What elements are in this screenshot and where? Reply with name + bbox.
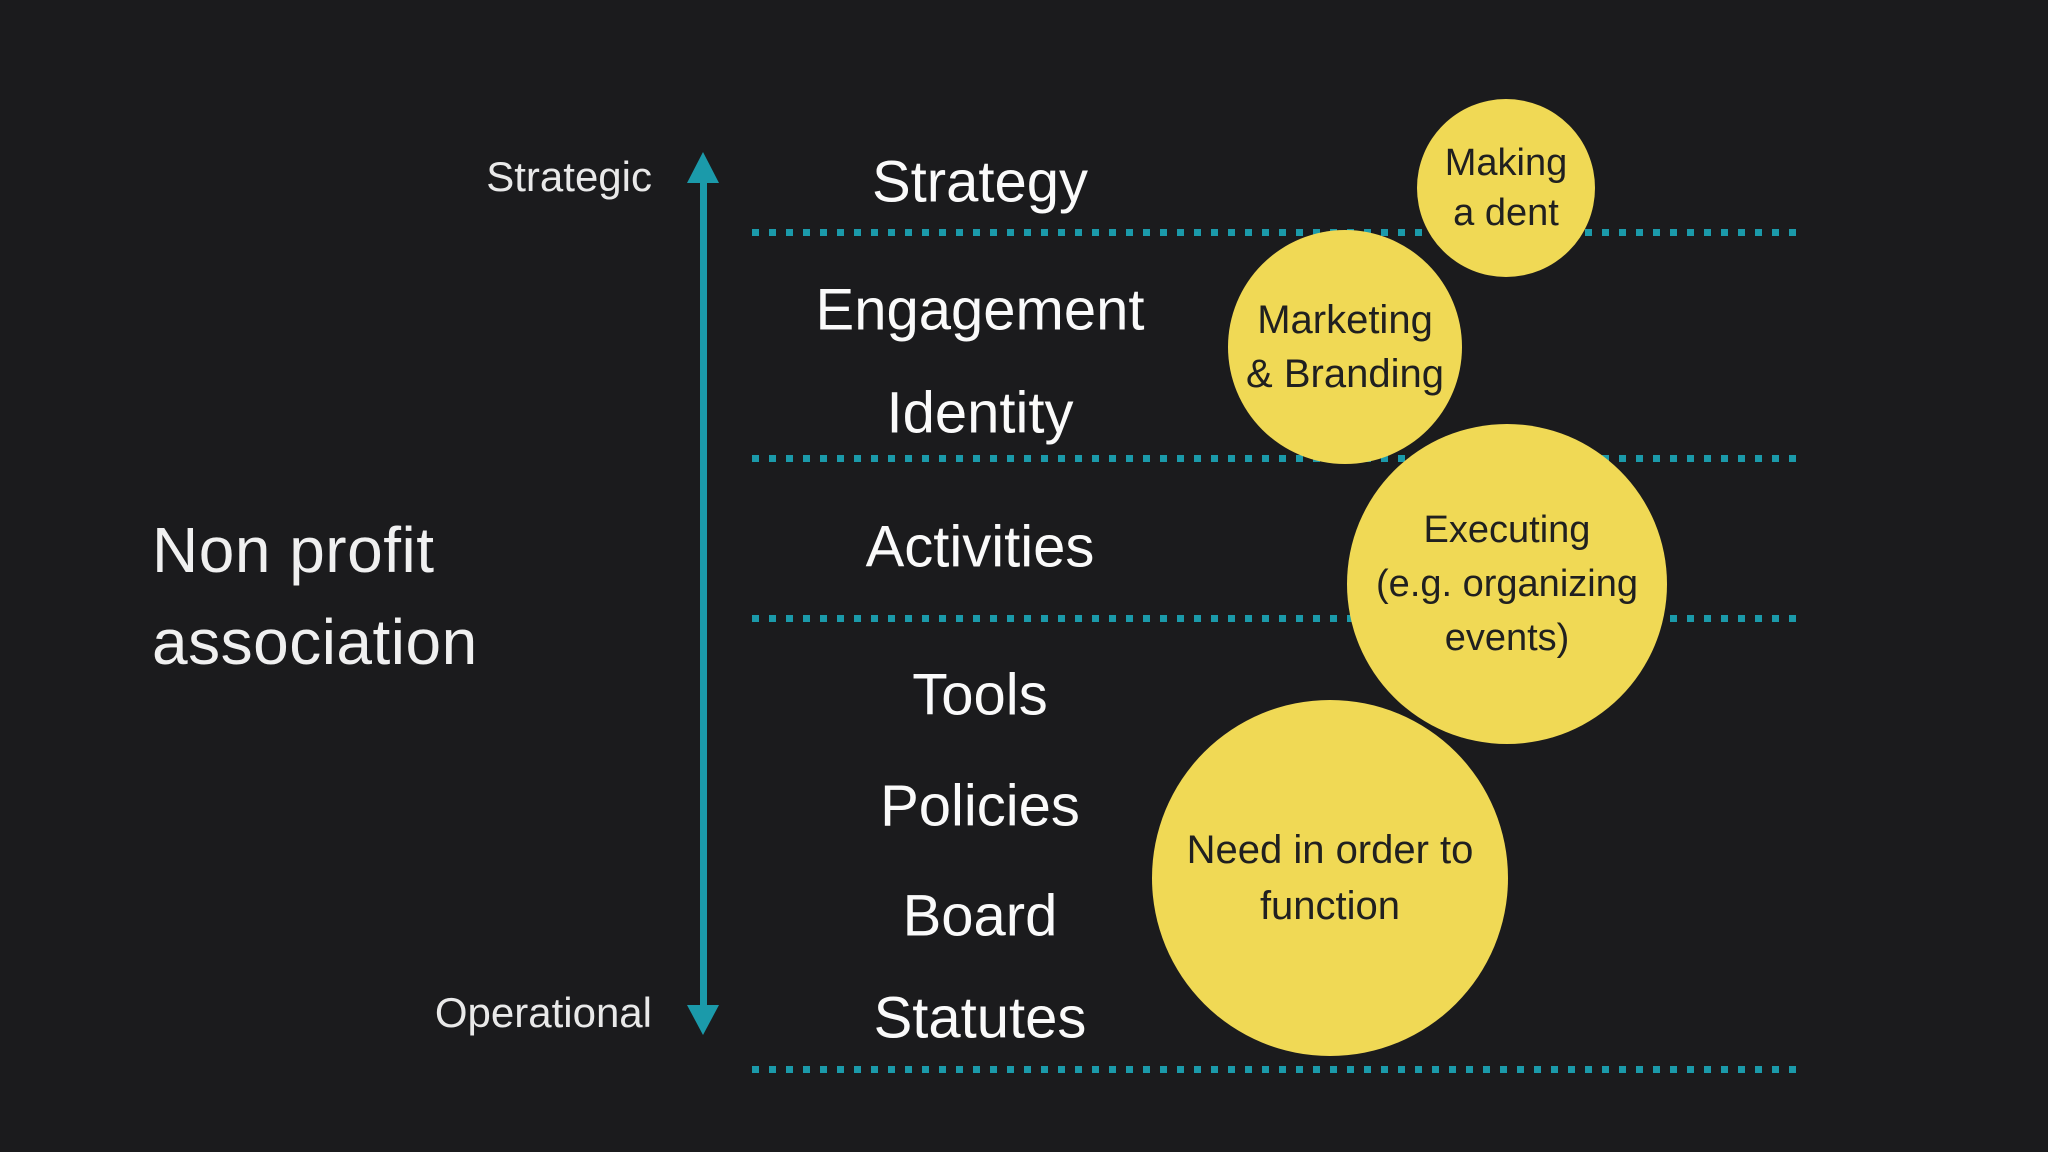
row-label-identity: Identity	[886, 380, 1074, 446]
bubble-marketing-branding-text: Marketing & Branding	[1246, 298, 1444, 396]
row-label-strategy: Strategy	[872, 149, 1088, 215]
bubble-making-a-dent: Making a dent	[1417, 99, 1595, 277]
arrow-up-icon	[687, 152, 719, 183]
row-label-engagement: Engagement	[815, 277, 1145, 343]
row-label-statutes: Statutes	[873, 985, 1087, 1051]
bubble-need-to-function-text: Need in order to function	[1186, 828, 1474, 928]
dotted-divider-4	[752, 1066, 1798, 1073]
bubble-need-to-function: Need in order to function	[1152, 700, 1508, 1056]
row-label-tools: Tools	[912, 662, 1048, 728]
dotted-divider-3	[752, 615, 1798, 622]
title-line-1: Non profit	[152, 514, 435, 586]
arrow-down-icon	[687, 1005, 719, 1035]
bubble-making-a-dent-text: Making a dent	[1444, 142, 1568, 234]
axis-label-strategic: Strategic	[486, 153, 652, 200]
row-label-board: Board	[902, 883, 1058, 949]
dotted-divider-1	[752, 229, 1798, 236]
dotted-divider-2	[752, 455, 1798, 462]
bubble-executing-events-text: Executing (e.g. organizing events)	[1376, 509, 1638, 659]
row-label-policies: Policies	[880, 773, 1080, 839]
bubble-executing-events: Executing (e.g. organizing events)	[1347, 424, 1667, 744]
title-line-2: association	[152, 606, 478, 678]
axis-label-operational: Operational	[434, 989, 652, 1036]
row-label-activities: Activities	[865, 514, 1095, 580]
bubble-marketing-branding: Marketing & Branding	[1228, 230, 1462, 464]
strategic-operational-axis-line	[700, 181, 707, 1006]
diagram-title: Non profit association	[152, 504, 478, 688]
